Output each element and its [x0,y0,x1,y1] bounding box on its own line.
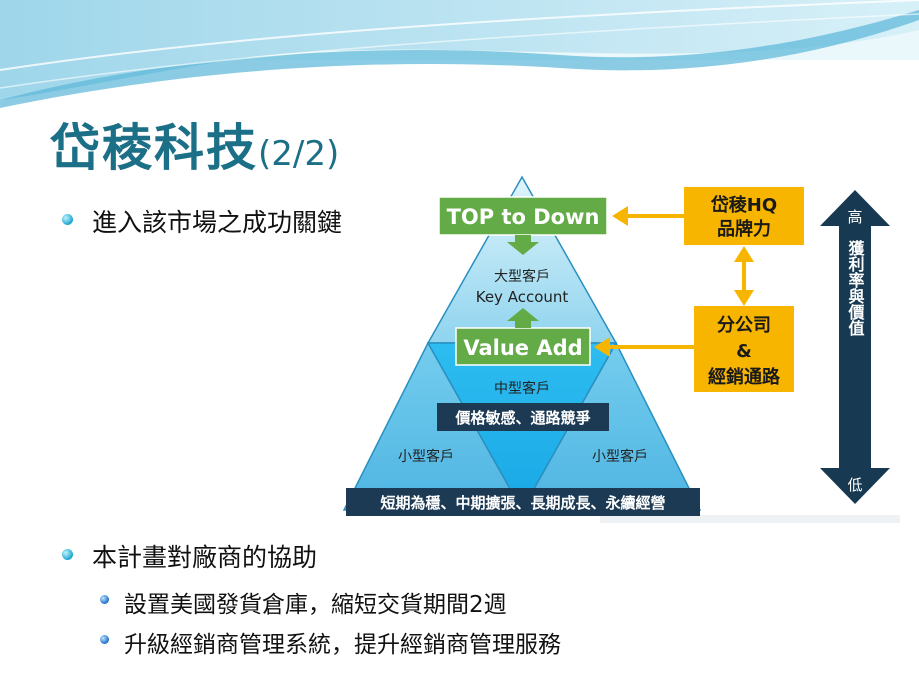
bottom-bar-label: 短期為穩、中期擴張、長期成長、永續經營 [380,494,665,512]
key-account-cn-label: 大型客戶 [494,268,550,285]
hq-line1: 岱稜HQ [710,194,777,216]
green-down-arrow-icon [507,235,539,255]
bullet-project-assist: 本計畫對廠商的協助 [58,538,317,574]
mid-bar-label: 價格敏感、通路競爭 [454,409,590,427]
branch-line1: 分公司 [717,315,771,336]
hq-to-topdown-arrow-icon [612,206,684,226]
branch-to-valueadd-arrow-icon [594,337,694,357]
branch-line3: 經銷通路 [708,366,781,388]
branch-box [694,306,794,392]
hq-branch-double-arrow-icon [734,246,754,306]
sub-bullet-warehouse: 設置美國發貨倉庫，縮短交貨期間2週 [98,585,507,619]
mid-customer-label: 中型客戶 [494,380,550,397]
page-title-main: 岱稜科技 [50,119,258,177]
hq-line2: 品牌力 [717,218,771,240]
small-customer-left-label: 小型客戶 [398,448,454,465]
shadow-strip [600,515,900,523]
key-account-en-label: Key Account [476,288,569,306]
bottom-bar [346,488,700,516]
small-customer-right-label: 小型客戶 [592,448,648,465]
hq-box [684,187,804,245]
top-down-label: TOP to Down [447,205,600,229]
page-title: 岱稜科技(2/2) [50,108,339,180]
value-add-box [455,327,591,366]
sub-bullet-dealer-system: 升級經銷商管理系統，提升經銷商管理服務 [98,625,561,659]
bullet-success-keys: 進入該市場之成功關鍵 [58,203,342,239]
top-down-box [438,196,608,236]
axis-vertical-label: 獲利率與價值 [846,239,866,336]
header-wave-decoration [0,0,919,108]
mid-bar [437,403,609,431]
axis-high-label: 高 [847,208,862,226]
page-title-suffix: (2/2) [258,134,340,174]
profit-value-axis-arrow-icon [820,190,890,504]
axis-low-label: 低 [847,476,862,494]
value-add-label: Value Add [463,336,582,360]
branch-line2: & [736,341,752,362]
green-up-arrow-icon [507,308,539,328]
